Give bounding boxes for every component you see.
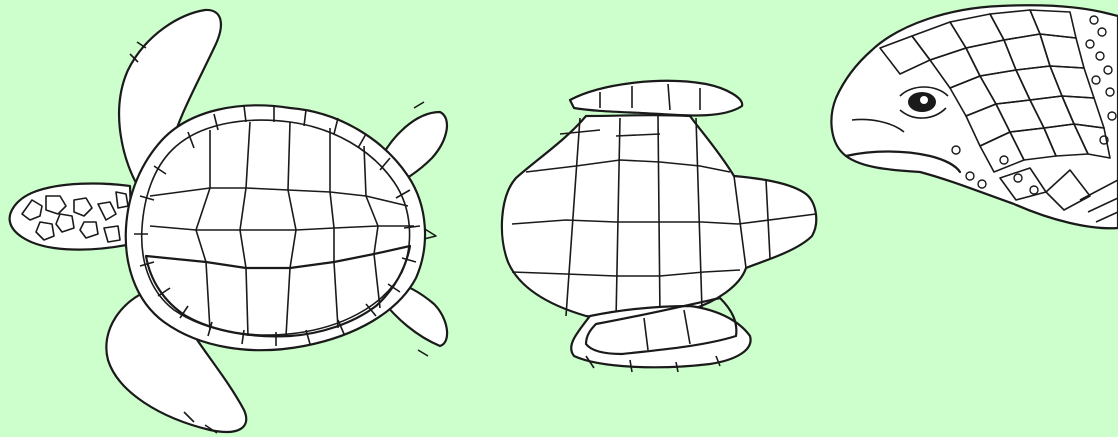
plastron-bottom-lobe (571, 306, 750, 367)
